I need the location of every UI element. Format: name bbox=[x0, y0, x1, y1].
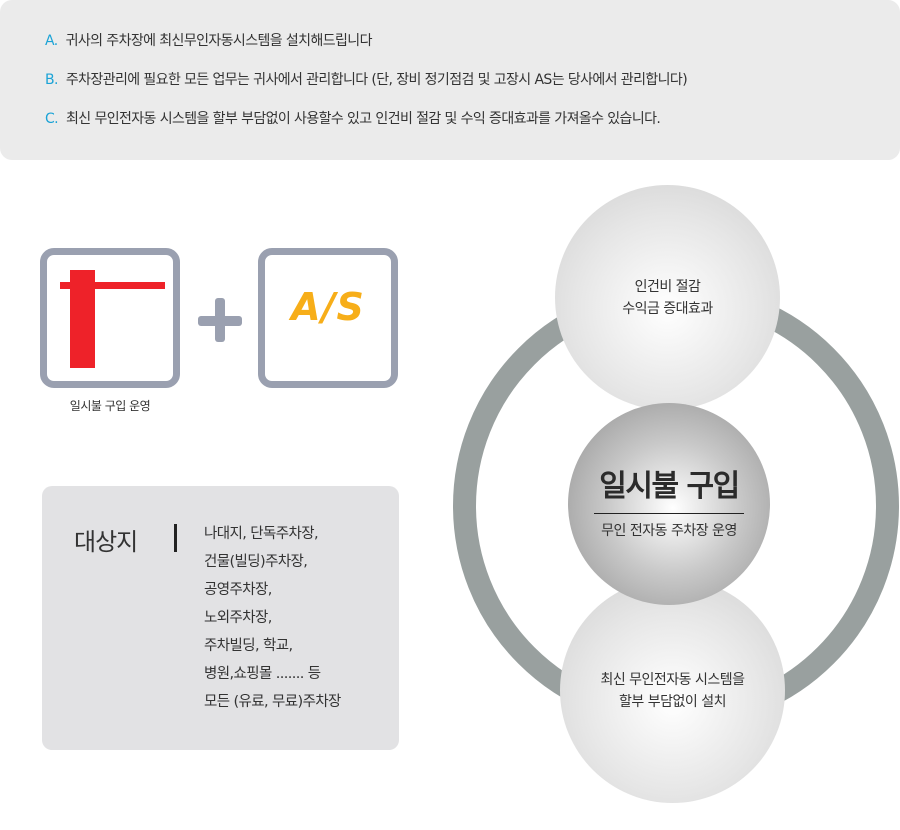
plus-icon-vertical bbox=[215, 298, 225, 342]
target-title: 대상지 bbox=[74, 528, 138, 556]
divider bbox=[174, 524, 177, 552]
list-item: 공영주차장, bbox=[204, 582, 272, 598]
list-item: 주차빌딩, 학교, bbox=[204, 638, 293, 654]
list-item: 나대지, 단독주차장, bbox=[204, 526, 319, 542]
intro-panel: A.귀사의 주차장에 최신무인자동시스템을 설치해드립니다 B.주차장관리에 필… bbox=[0, 0, 900, 160]
benefit-line: 인건비 절감 bbox=[634, 278, 701, 295]
center-title: 일시불 구입 bbox=[594, 467, 744, 514]
install-line: 최신 무인전자동 시스템을 bbox=[600, 671, 745, 688]
intro-item-b: B.주차장관리에 필요한 모든 업무는 귀사에서 관리합니다 (단, 장비 정기… bbox=[45, 72, 688, 88]
install-line: 할부 부담없이 설치 bbox=[619, 693, 726, 710]
list-item: 건물(빌딩)주차장, bbox=[204, 554, 308, 570]
list-item: 병원,쇼핑몰 ....... 등 bbox=[204, 666, 321, 682]
intro-item-c: C.최신 무인전자동 시스템을 할부 부담없이 사용할수 있고 인건비 절감 및… bbox=[45, 111, 661, 127]
benefit-line: 수익금 증대효과 bbox=[622, 300, 713, 317]
as-label: A/S bbox=[291, 285, 365, 329]
center-subtitle: 무인 전자동 주차장 운영 bbox=[601, 522, 737, 539]
intro-item-a: A.귀사의 주차장에 최신무인자동시스템을 설치해드립니다 bbox=[45, 33, 372, 49]
center-circle: 일시불 구입 무인 전자동 주차장 운영 bbox=[568, 403, 770, 605]
barrier-gate-icon-box bbox=[40, 248, 180, 388]
benefit-circle: 인건비 절감 수익금 증대효과 bbox=[555, 185, 780, 410]
list-item: 노외주차장, bbox=[204, 610, 272, 626]
list-item: 모든 (유료, 무료)주차장 bbox=[204, 694, 341, 710]
icon-caption: 일시불 구입 운영 bbox=[69, 399, 151, 413]
as-icon-box: A/S bbox=[258, 248, 398, 388]
target-sites-panel: 대상지 나대지, 단독주차장, 건물(빌딩)주차장, 공영주차장, 노외주차장,… bbox=[42, 486, 399, 750]
install-circle: 최신 무인전자동 시스템을 할부 부담없이 설치 bbox=[560, 578, 785, 803]
target-list: 나대지, 단독주차장, 건물(빌딩)주차장, 공영주차장, 노외주차장, 주차빌… bbox=[204, 520, 341, 716]
